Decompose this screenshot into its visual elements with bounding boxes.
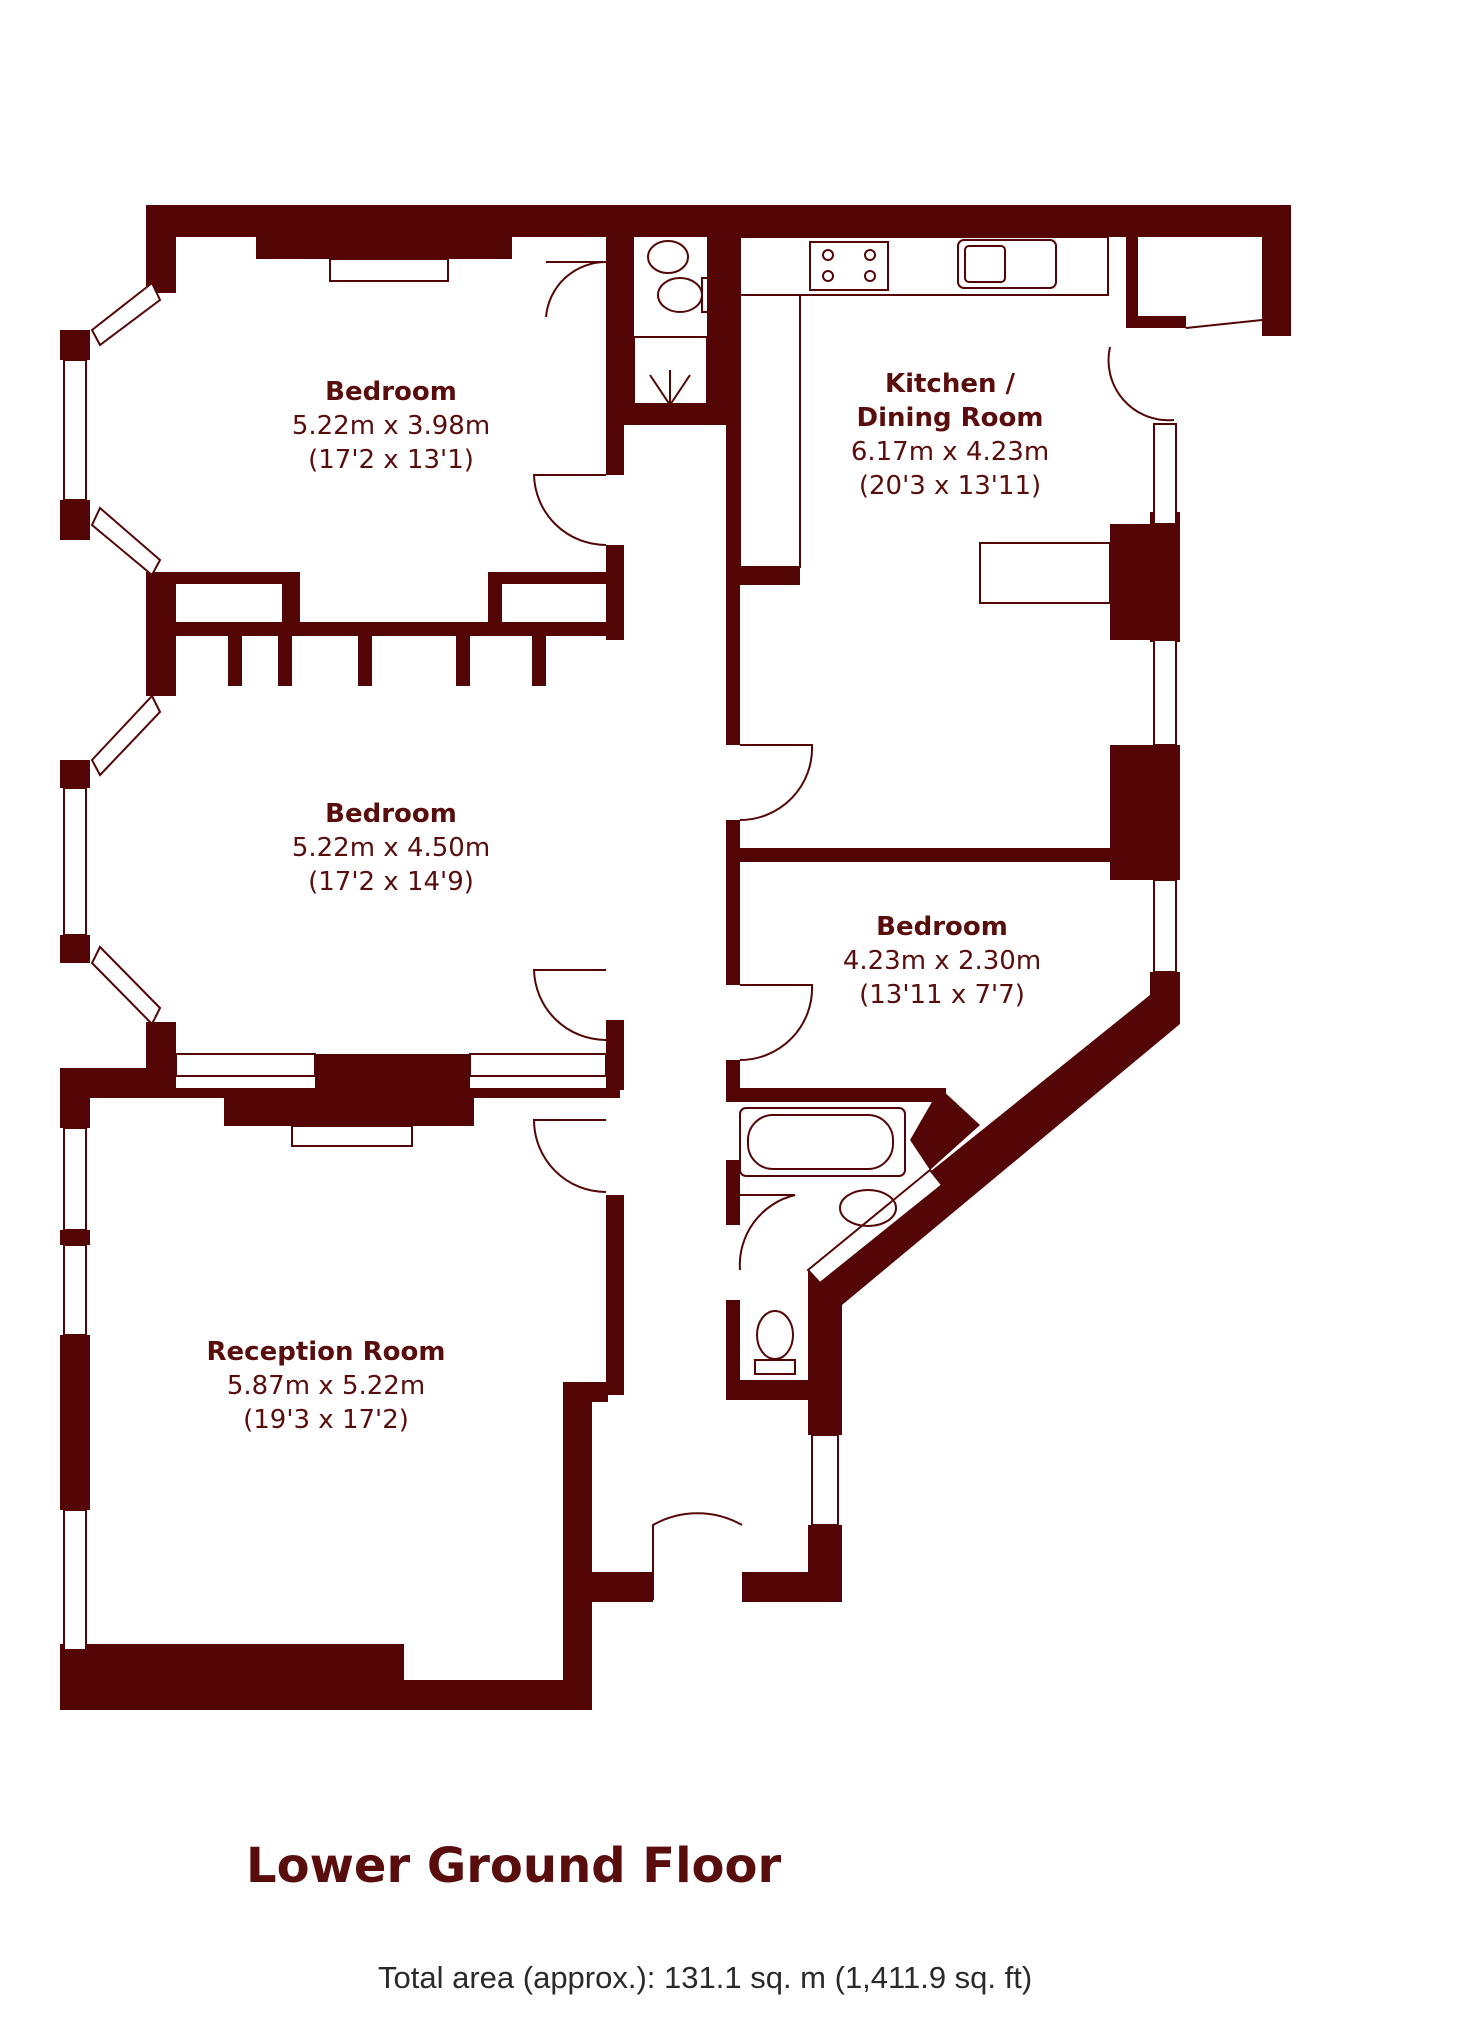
bath-icon — [739, 1107, 906, 1177]
room-dim-metric: 6.17m x 4.23m — [851, 437, 1049, 467]
fireplace-icon — [979, 542, 1111, 604]
room-dim-imperial: (13'11 x 7'7) — [859, 980, 1025, 1010]
room-name-line1: Kitchen / — [885, 369, 1016, 399]
room-name: Bedroom — [325, 377, 457, 407]
fireplace-icon — [329, 258, 449, 282]
room-reception: Reception Room 5.87m x 5.22m (19'3 x 17'… — [207, 1337, 446, 1435]
room-bedroom-3: Bedroom 4.23m x 2.30m (13'11 x 7'7) — [843, 912, 1041, 1010]
hob-icon — [809, 241, 889, 291]
fixtures — [291, 236, 1111, 1375]
door-swing-icon — [532, 260, 1263, 1600]
room-name: Bedroom — [325, 799, 457, 829]
toilet-icon — [657, 277, 703, 313]
room-kitchen: Kitchen / Dining Room 6.17m x 4.23m (20'… — [851, 369, 1049, 501]
room-dim-imperial: (17'2 x 14'9) — [308, 867, 474, 897]
room-dim-metric: 5.22m x 3.98m — [292, 411, 490, 441]
room-bedroom-1: Bedroom 5.22m x 3.98m (17'2 x 13'1) — [292, 377, 490, 475]
total-area: Total area (approx.): 131.1 sq. m (1,411… — [378, 1960, 1033, 1995]
room-dim-metric: 4.23m x 2.30m — [843, 946, 1041, 976]
windows — [63, 281, 1177, 1651]
room-dim-metric: 5.87m x 5.22m — [227, 1371, 425, 1401]
shower-icon — [633, 336, 708, 411]
room-name: Reception Room — [207, 1337, 446, 1367]
room-dim-imperial: (19'3 x 17'2) — [243, 1405, 409, 1435]
room-name: Bedroom — [876, 912, 1008, 942]
walls — [60, 205, 1291, 1710]
basin-icon — [647, 240, 689, 274]
basin-icon — [839, 1189, 897, 1227]
floor-title: Lower Ground Floor — [246, 1838, 782, 1894]
room-dim-imperial: (17'2 x 13'1) — [308, 445, 474, 475]
room-dim-metric: 5.22m x 4.50m — [292, 833, 490, 863]
toilet-icon — [756, 1310, 794, 1360]
room-bedroom-2: Bedroom 5.22m x 4.50m (17'2 x 14'9) — [292, 799, 490, 897]
room-dim-imperial: (20'3 x 13'11) — [859, 471, 1041, 501]
room-name-line2: Dining Room — [857, 403, 1044, 433]
fireplace-icon — [291, 1125, 413, 1147]
sink-icon — [957, 239, 1057, 289]
